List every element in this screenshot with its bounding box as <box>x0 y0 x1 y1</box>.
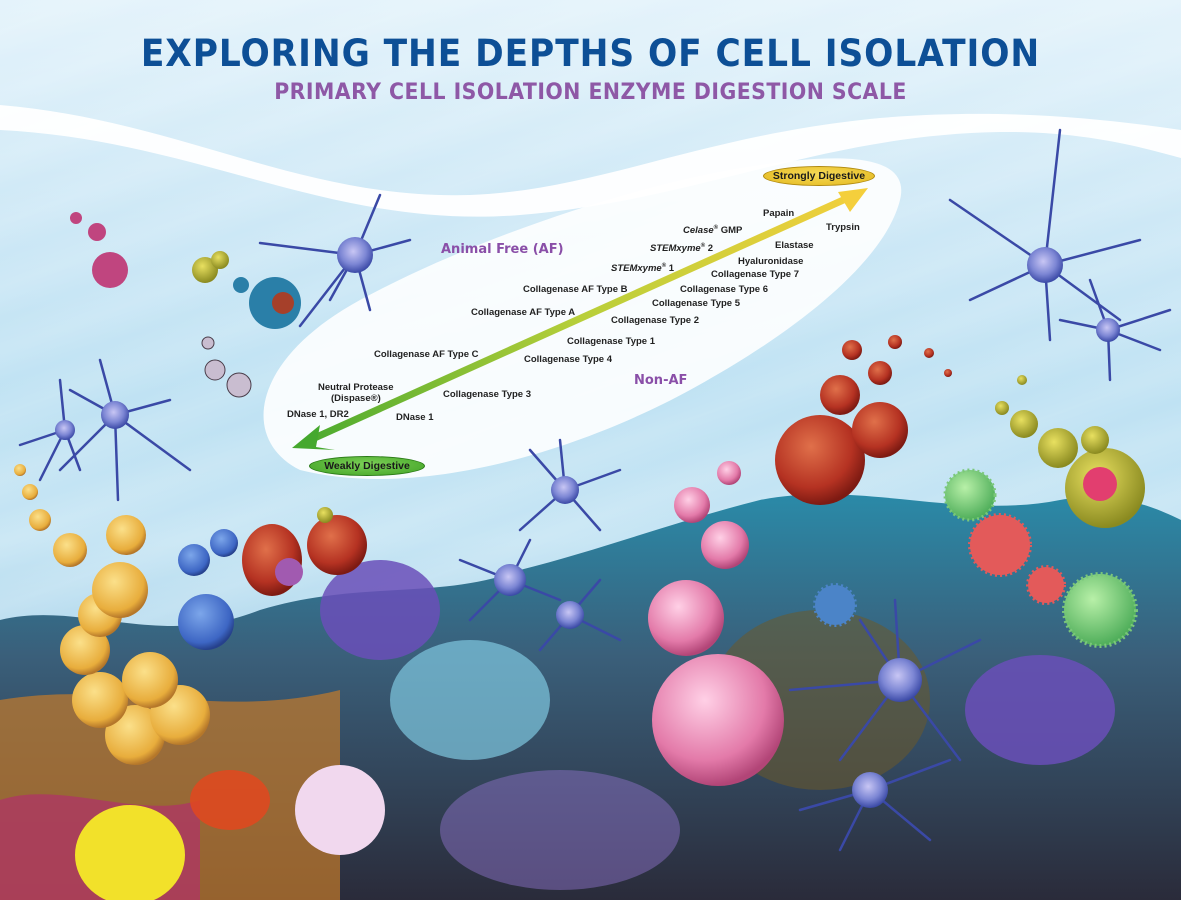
arrow-head-weak <box>292 425 335 450</box>
adipocyte-cluster <box>14 464 210 765</box>
enzyme-label-non-af: Hyaluronidase <box>738 256 804 267</box>
enzyme-label-non-af: Collagenase Type 4 <box>524 354 612 365</box>
enzyme-label-non-af: Collagenase Type 7 <box>711 269 799 280</box>
strongly-digestive-badge: Strongly Digestive <box>763 166 875 186</box>
digestion-scale-arrow <box>292 188 868 450</box>
arrow-head-strong <box>838 188 868 212</box>
purple-tissue-right <box>965 655 1115 765</box>
page-subtitle: PRIMARY CELL ISOLATION ENZYME DIGESTION … <box>274 80 907 105</box>
page-title: EXPLORING THE DEPTHS OF CELL ISOLATION <box>140 32 1041 75</box>
enzyme-label-af: Collagenase AF Type B <box>523 284 628 295</box>
enzyme-label-non-af: Elastase <box>775 240 814 251</box>
enzyme-label-af: STEMxyme® 1 <box>611 263 675 275</box>
weakly-digestive-badge: Weakly Digestive <box>309 456 425 476</box>
wave-band <box>0 105 1181 217</box>
enzyme-label-non-af: Collagenase Type 2 <box>611 315 699 326</box>
enzyme-label-af: Collagenase AF Type C <box>374 349 479 360</box>
enzyme-label-af: Neutral Protease <box>318 382 394 393</box>
enzyme-label-non-af: Collagenase Type 6 <box>680 284 768 295</box>
enzyme-label-non-af: Collagenase Type 3 <box>443 389 531 400</box>
enzyme-label-non-af: Collagenase Type 5 <box>652 298 740 309</box>
enzyme-label-non-af: Trypsin <box>826 222 860 233</box>
enzyme-label-af: STEMxyme® 2 <box>650 243 714 255</box>
enzyme-label-non-af: Papain <box>763 208 795 219</box>
purple-tissue-left <box>320 560 440 660</box>
pink-tissue <box>295 765 385 855</box>
enzyme-label-af: (Dispase®) <box>331 393 381 404</box>
non-af-group-label: Non-AF <box>634 373 688 388</box>
enzyme-label-af: Celase® GMP <box>683 225 743 237</box>
enzyme-label-af: Collagenase AF Type A <box>471 307 576 318</box>
enzyme-label-non-af: Collagenase Type 1 <box>567 336 655 347</box>
enzyme-label-af: DNase 1, DR2 <box>287 409 349 420</box>
animal-free-group-label: Animal Free (AF) <box>441 242 564 257</box>
blue-tissue <box>390 640 550 760</box>
yellow-coral <box>75 805 185 900</box>
enzyme-label-non-af: DNase 1 <box>396 412 434 423</box>
